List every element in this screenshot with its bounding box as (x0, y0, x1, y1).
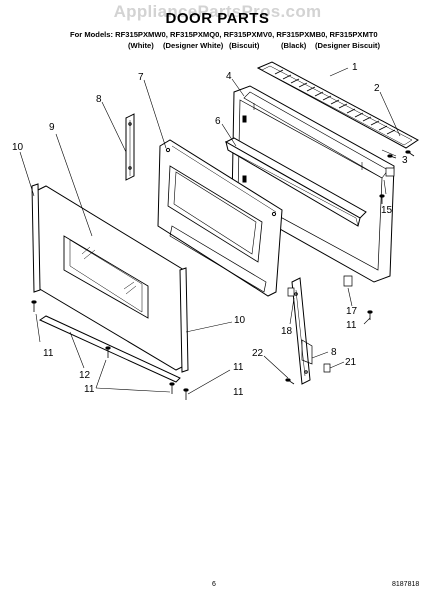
callout-8-upper: 8 (96, 94, 102, 105)
callout-labels: 1 2 3 4 6 7 8 9 10 15 10 11 17 11 18 8 2… (12, 62, 408, 398)
color-label-white: (White) (128, 41, 154, 50)
callout-15: 15 (381, 205, 393, 216)
callout-22: 22 (252, 348, 264, 359)
callout-3: 3 (402, 155, 408, 166)
callout-9: 9 (49, 122, 55, 133)
callout-17: 17 (346, 306, 358, 317)
watermark: AppliancePartsPros.com (113, 2, 322, 21)
side-trim-right-part (179, 267, 189, 373)
callout-7: 7 (138, 72, 144, 83)
callout-11-hinge: 11 (233, 362, 244, 373)
model-list: For Models: RF315PXMW0, RF315PXMQ0, RF31… (70, 30, 378, 39)
callout-2: 2 (374, 83, 380, 94)
vent-trim-part (256, 61, 419, 149)
door-inner-panel-part (157, 139, 283, 297)
callout-4: 4 (226, 71, 232, 82)
callout-8-lower: 8 (331, 347, 337, 358)
callout-21: 21 (345, 357, 357, 368)
hinge-assembly-lower-part (291, 277, 313, 385)
color-label-designer-biscuit: (Designer Biscuit) (315, 41, 380, 50)
side-trim-left-part (31, 183, 41, 293)
screws (31, 150, 415, 400)
callout-11-bottom: 11 (84, 384, 95, 395)
color-label-biscuit: (Biscuit) (229, 41, 260, 50)
callout-11-left: 11 (43, 348, 54, 359)
document-number: 8187818 (392, 581, 420, 588)
callout-12: 12 (79, 370, 91, 381)
callout-11-right: 11 (346, 320, 357, 331)
clips (287, 167, 395, 373)
leader-lines (19, 67, 401, 395)
callout-1: 1 (352, 62, 358, 73)
page-number: 6 (212, 581, 216, 588)
callout-10-left: 10 (12, 142, 24, 153)
hinge-bracket-upper-part (125, 113, 135, 181)
inner-glass-part (224, 137, 367, 227)
color-label-black: (Black) (281, 41, 307, 50)
callout-11-bottom-right: 11 (233, 387, 244, 398)
callout-18: 18 (281, 326, 293, 337)
page-title: DOOR PARTS (165, 10, 270, 27)
callout-10-right: 10 (234, 315, 246, 326)
color-label-designer-white: (Designer White) (163, 41, 224, 50)
callout-6: 6 (215, 116, 221, 127)
